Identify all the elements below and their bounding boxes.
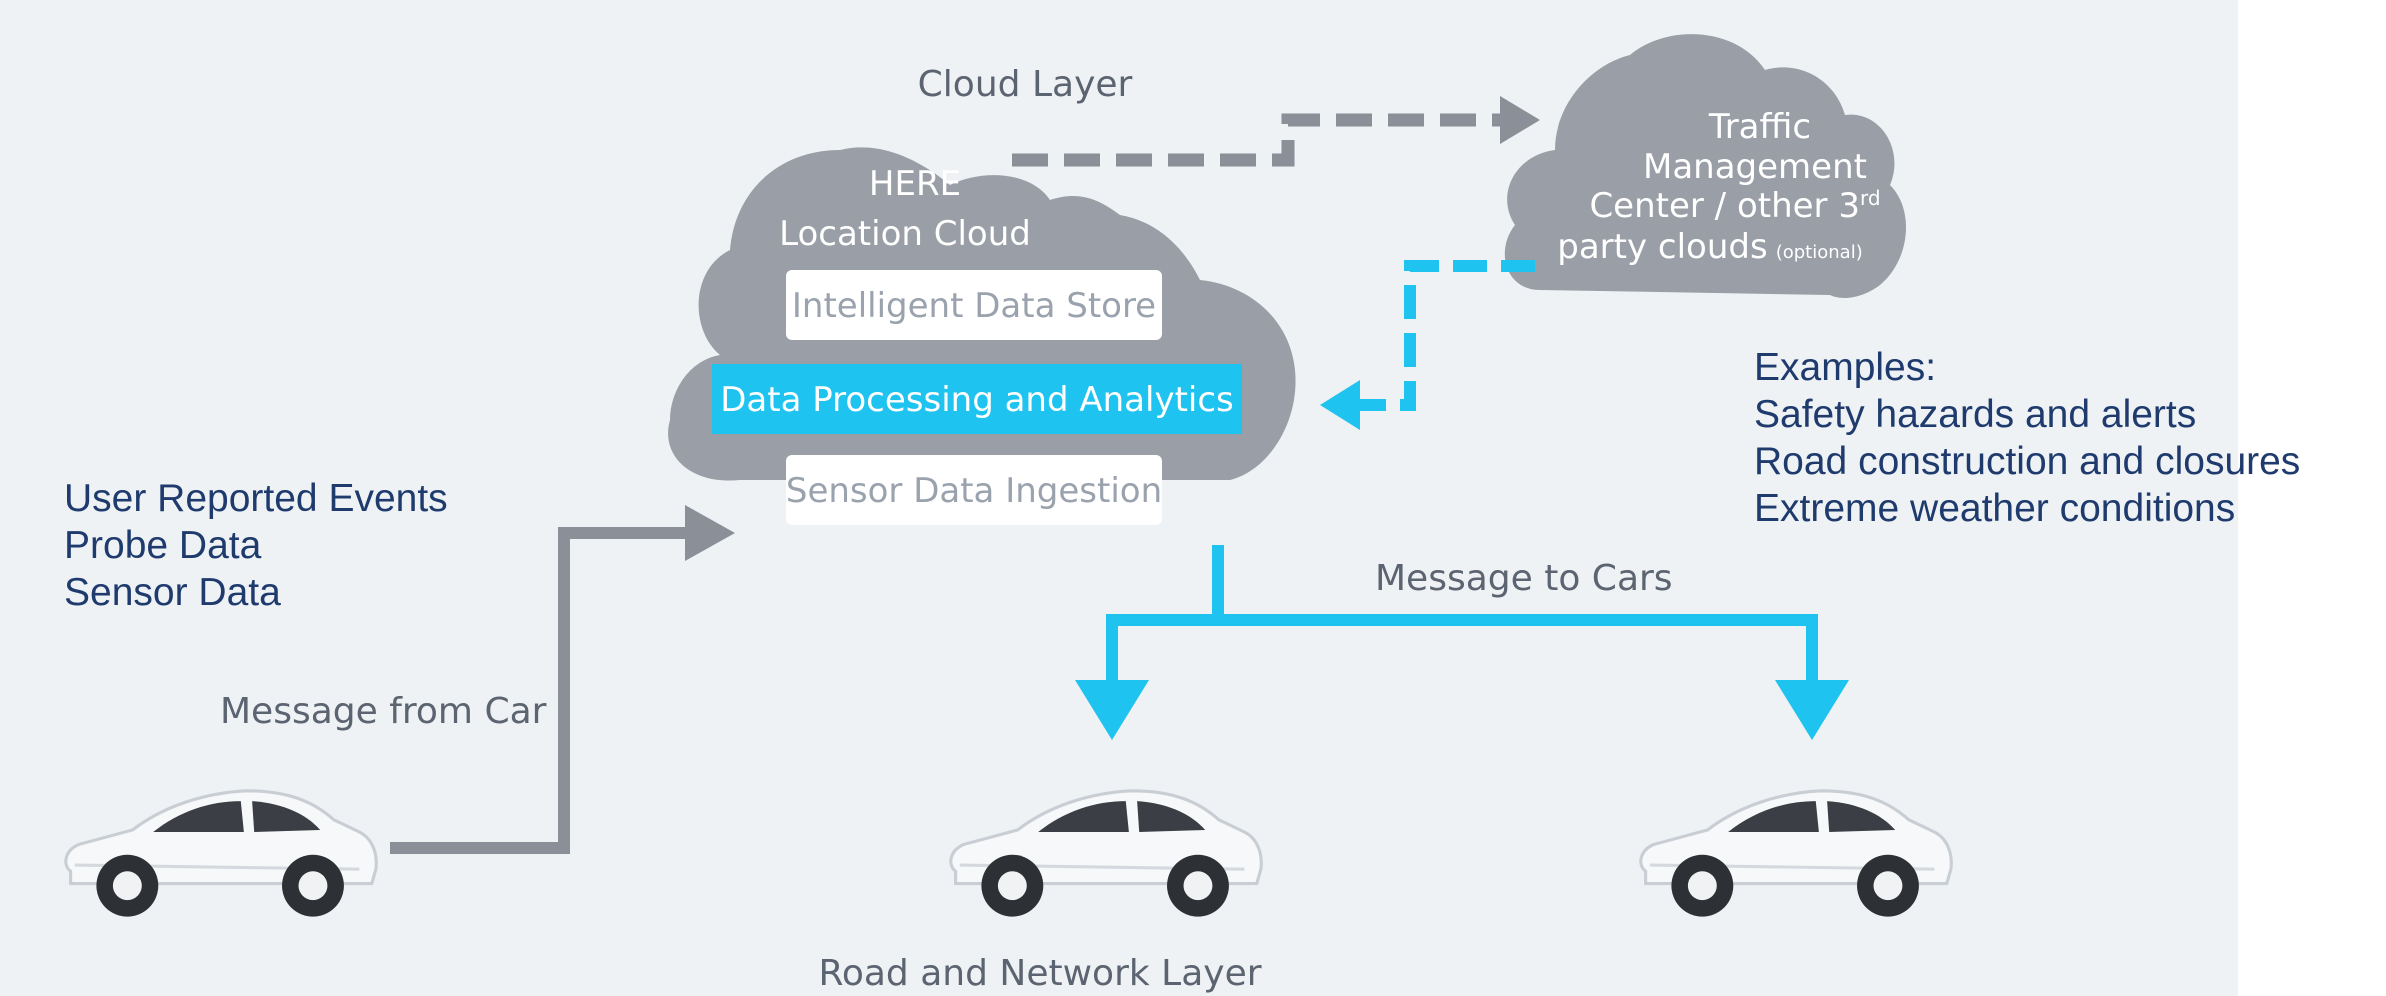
input-item-user-reported-events: User Reported Events bbox=[64, 477, 448, 520]
input-sources-list: User Reported Events Probe Data Sensor D… bbox=[64, 475, 448, 616]
tmc-line3-sup: rd bbox=[1860, 186, 1881, 210]
dashed-arrow-to-here-head bbox=[1320, 380, 1360, 430]
example-item-construction: Road construction and closures bbox=[1754, 440, 2301, 483]
examples-heading: Examples: bbox=[1754, 346, 1937, 389]
example-item-safety: Safety hazards and alerts bbox=[1754, 393, 2197, 436]
data-processing-label: Data Processing and Analytics bbox=[720, 380, 1234, 420]
example-item-weather: Extreme weather conditions bbox=[1754, 487, 2236, 530]
intelligent-data-store-label: Intelligent Data Store bbox=[792, 286, 1156, 326]
message-from-car-arrowhead bbox=[685, 505, 735, 561]
tmc-line4-small: (optional) bbox=[1776, 242, 1863, 263]
here-cloud-line2: Location Cloud bbox=[779, 214, 1031, 254]
examples-list: Examples: Safety hazards and alerts Road… bbox=[1754, 344, 2300, 532]
cloud-layer-title: Cloud Layer bbox=[918, 64, 1133, 105]
dashed-arrow-to-tmc bbox=[1012, 113, 1500, 167]
road-network-layer-label: Road and Network Layer bbox=[818, 953, 1261, 994]
here-cloud-line1: HERE bbox=[869, 164, 961, 204]
message-to-cars-arrowhead-right bbox=[1775, 680, 1849, 740]
input-item-probe-data: Probe Data bbox=[64, 524, 262, 567]
data-processing-box bbox=[712, 364, 1242, 434]
message-from-car-label: Message from Car bbox=[220, 691, 547, 732]
sensor-data-ingestion-label: Sensor Data Ingestion bbox=[786, 471, 1162, 511]
dashed-arrow-to-here bbox=[1360, 260, 1535, 411]
message-from-car-line bbox=[390, 527, 690, 854]
message-to-cars-branch bbox=[1106, 614, 1818, 683]
tmc-line1: Traffic bbox=[1708, 107, 1811, 147]
message-to-cars-arrowhead-left bbox=[1075, 680, 1149, 740]
tmc-line3: Center / other 3rd bbox=[1589, 186, 1880, 226]
intelligent-data-store-box bbox=[786, 270, 1162, 340]
input-item-sensor-data: Sensor Data bbox=[64, 571, 281, 614]
tmc-line4: party clouds(optional) bbox=[1557, 227, 1862, 267]
dashed-arrow-to-tmc-head bbox=[1500, 96, 1540, 144]
message-to-cars-label: Message to Cars bbox=[1375, 558, 1673, 599]
tmc-line2: Management bbox=[1643, 147, 1867, 187]
sensor-data-ingestion-box bbox=[786, 455, 1162, 525]
traffic-management-cloud bbox=[1504, 34, 1907, 298]
